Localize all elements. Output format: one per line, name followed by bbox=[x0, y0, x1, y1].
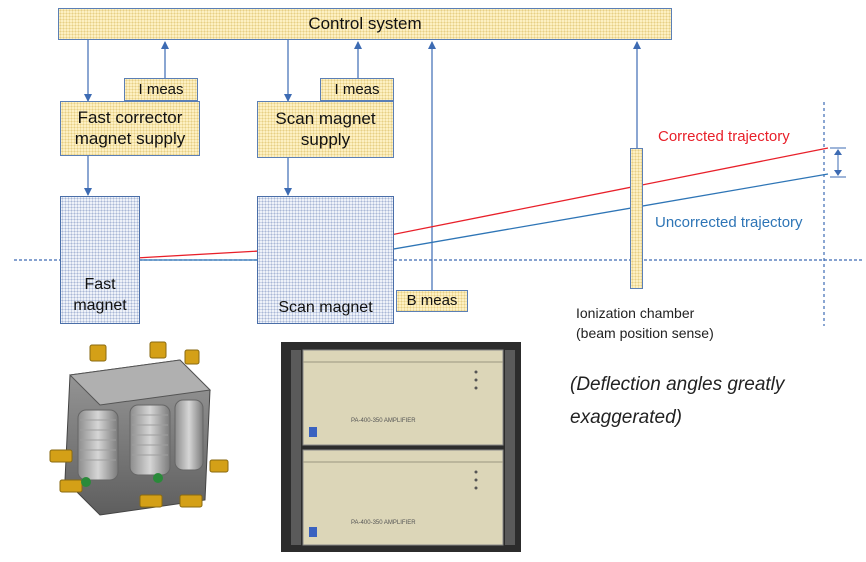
fast-supply-line1: Fast corrector bbox=[77, 108, 183, 128]
i-meas-box-1: I meas bbox=[124, 78, 198, 101]
amplifier-label-top: PA-400-350 AMPLIFIER bbox=[351, 418, 416, 424]
control-system-box: Control system bbox=[58, 8, 672, 40]
b-meas-box: B meas bbox=[396, 290, 468, 312]
uncorrected-trajectory-label: Uncorrected trajectory bbox=[655, 214, 803, 231]
fast-magnet-label: Fast magnet bbox=[73, 276, 127, 314]
ionization-chamber-bar bbox=[630, 148, 643, 289]
i-meas-label-1: I meas bbox=[138, 80, 184, 98]
ionization-chamber-label: Ionization chamber (beam position sense) bbox=[576, 305, 714, 342]
corrected-trajectory-line bbox=[99, 147, 829, 261]
scan-magnet-supply-box: Scan magnet supply bbox=[257, 101, 394, 158]
i-meas-label-2: I meas bbox=[334, 80, 380, 98]
b-meas-label: B meas bbox=[406, 292, 458, 309]
fast-supply-line2: magnet supply bbox=[74, 128, 186, 148]
fast-corrector-supply-box: Fast corrector magnet supply bbox=[60, 101, 200, 156]
scan-magnet-label: Scan magnet bbox=[278, 299, 373, 316]
fast-magnet-block bbox=[60, 196, 140, 324]
amplifier-label-bottom: PA-400-350 AMPLIFIER bbox=[351, 520, 416, 526]
scan-supply-line1: Scan magnet bbox=[275, 109, 376, 129]
corrected-trajectory-label: Corrected trajectory bbox=[658, 128, 790, 145]
control-system-label: Control system bbox=[308, 13, 422, 33]
deflection-note: (Deflection angles greatly exaggerated) bbox=[570, 374, 785, 429]
magnet-3d-render-image bbox=[49, 341, 229, 516]
scan-supply-line2: supply bbox=[300, 129, 351, 149]
scan-magnet-block bbox=[257, 196, 394, 324]
i-meas-box-2: I meas bbox=[320, 78, 394, 101]
amplifier-photo-image: PA-400-350 AMPLIFIER PA-400-350 AMPLIFIE… bbox=[281, 342, 521, 552]
